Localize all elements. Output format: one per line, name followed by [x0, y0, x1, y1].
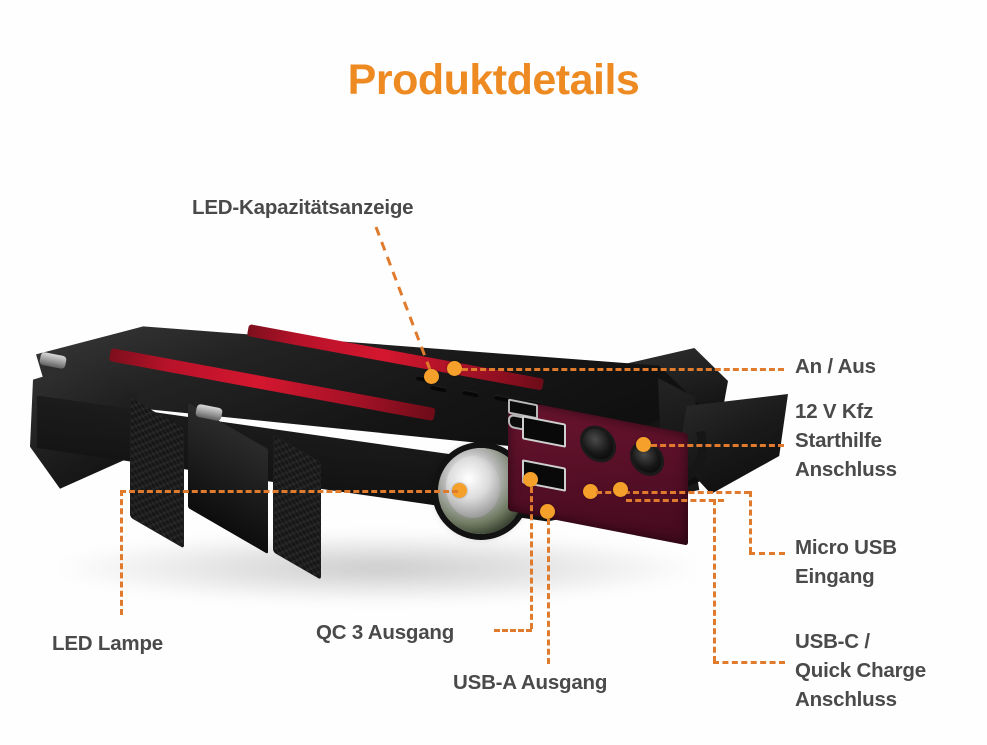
callout-label-usb-a-ausgang: USB-A Ausgang [453, 671, 608, 694]
callout-label-12v-kfz-starthilfe-anschluss: 12 V Kfz Starthilfe Anschluss [795, 400, 897, 481]
leader-line-usb-c-h1 [626, 499, 724, 502]
leader-line-usb-a-ausgang-v [547, 519, 550, 664]
leader-line-usb-c-v [713, 499, 716, 662]
marker-micro-usb-eingang [583, 484, 598, 499]
page-title: Produktdetails [347, 56, 640, 104]
device-ridge [188, 402, 268, 555]
callout-label-usb-c-quick-charge-anschluss: USB-C / Quick Charge Anschluss [795, 630, 926, 711]
leader-line-micro-usb-eingang-h1 [596, 491, 750, 494]
callout-label-micro-usb-eingang: Micro USB Eingang [795, 536, 897, 588]
marker-led-kapazitaetsanzeige [424, 369, 439, 384]
leader-line-led-kapazitaetsanzeige [374, 226, 434, 376]
marker-an-aus [447, 361, 462, 376]
marker-12v-kfz-starthilfe [636, 437, 651, 452]
leader-line-led-lampe-h [120, 490, 458, 493]
leader-line-micro-usb-eingang-v [749, 491, 752, 553]
leader-line-qc-3-ausgang-h [494, 629, 532, 632]
leader-line-an-aus [462, 368, 784, 371]
callout-label-led-lampe: LED Lampe [52, 632, 163, 655]
marker-led-lampe [452, 483, 467, 498]
callout-label-led-kapazitaetsanzeige: LED-Kapazitätsanzeige [192, 196, 414, 219]
leader-line-micro-usb-eingang-h2 [749, 552, 785, 555]
dc-barrel-input-port [580, 422, 616, 466]
usb-a-port-upper [522, 415, 566, 448]
marker-usb-c-quick-charge [613, 482, 628, 497]
leader-line-usb-c-h2 [713, 661, 785, 664]
callout-label-an-aus: An / Aus [795, 355, 876, 378]
marker-qc-3-ausgang [523, 472, 538, 487]
marker-usb-a-ausgang [540, 504, 555, 519]
leader-line-12v-kfz-starthilfe [651, 444, 784, 447]
callout-label-qc-3-ausgang: QC 3 Ausgang [316, 621, 455, 644]
leader-line-qc-3-ausgang-v [530, 487, 533, 629]
product-drop-shadow [58, 533, 698, 603]
leader-line-led-lampe-v [120, 490, 123, 615]
